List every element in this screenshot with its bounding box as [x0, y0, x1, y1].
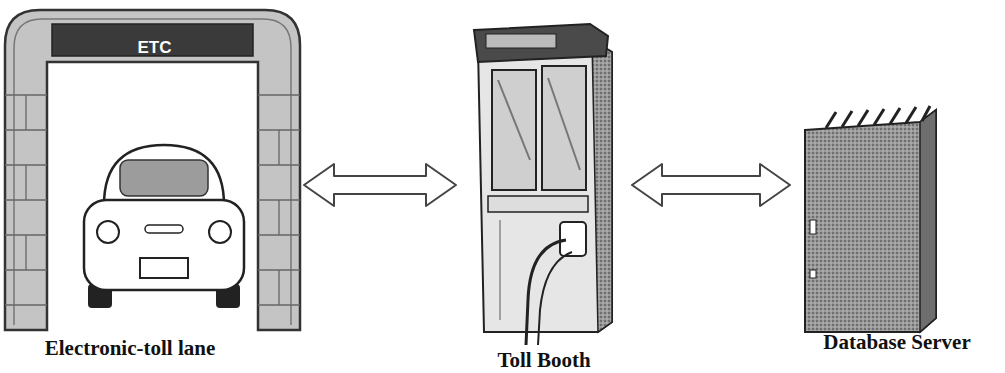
car-cabin	[104, 145, 224, 205]
server-fins	[826, 106, 930, 128]
booth-panel-line	[499, 220, 501, 320]
car-windshield	[120, 160, 208, 196]
car-headlight	[97, 221, 119, 243]
window-glare	[498, 78, 580, 170]
toll-booth-drawing	[474, 24, 612, 345]
gantry-drawing	[5, 10, 300, 330]
car-drawing	[84, 145, 244, 308]
server-body	[805, 110, 936, 332]
double-block-arrow	[632, 164, 790, 206]
node-caption: Database Server	[792, 330, 1002, 355]
booth-window	[542, 66, 586, 190]
booth-body	[478, 40, 612, 332]
double-block-arrow	[304, 164, 456, 206]
server-drawing	[805, 106, 936, 332]
sign-text: ETC	[52, 33, 257, 63]
booth-cable	[538, 252, 572, 345]
server-led	[810, 270, 816, 278]
booth-counter	[488, 196, 588, 212]
car-grille	[145, 225, 183, 233]
node-caption: Toll Booth	[458, 348, 630, 373]
illustrated-node: Toll Booth	[458, 18, 630, 368]
illustrated-node: Database Server	[792, 100, 1002, 368]
server-led	[810, 220, 816, 234]
booth-side	[592, 40, 612, 332]
gantry-frame	[5, 10, 300, 330]
booth-display	[486, 34, 556, 48]
booth-cable	[526, 240, 566, 345]
server-side	[920, 110, 936, 332]
car-plate	[140, 258, 188, 278]
node-caption: Electronic-toll lane	[4, 336, 256, 361]
gantry-inner-line	[14, 19, 291, 325]
booth-window	[492, 70, 536, 190]
booth-roof	[474, 24, 608, 62]
illustrated-node: ETC Electronic-toll lane	[4, 8, 302, 368]
gantry-bricks	[5, 95, 300, 305]
car-body	[84, 200, 244, 290]
car-headlight	[209, 221, 231, 243]
